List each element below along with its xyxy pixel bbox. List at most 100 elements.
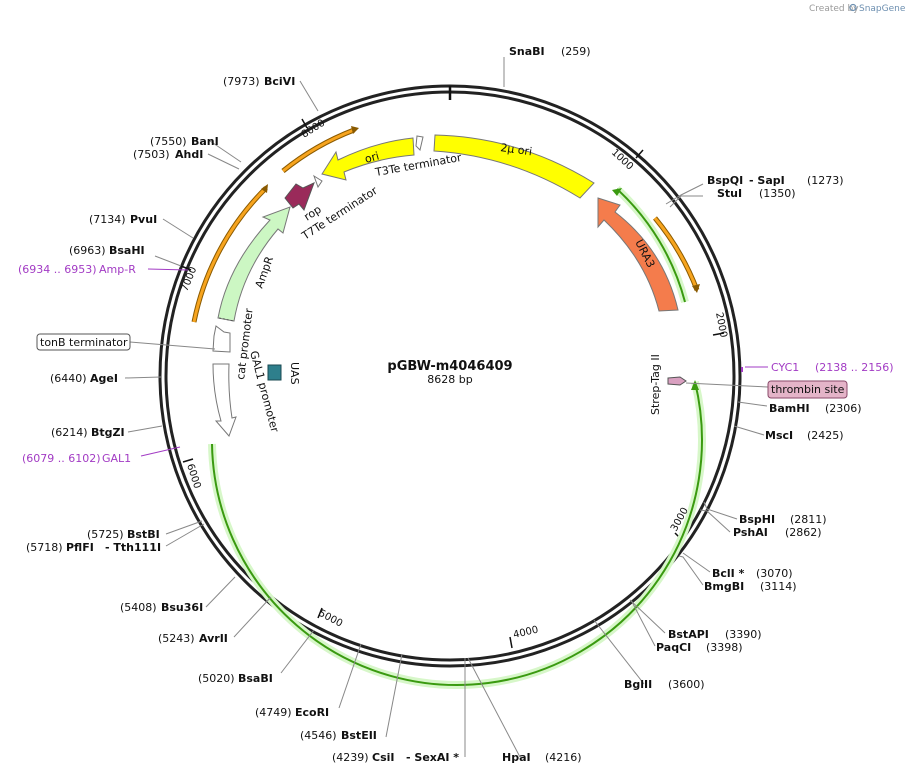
gold-cds-left-arrowhead <box>261 184 268 193</box>
thrombin-leader-line <box>685 382 769 388</box>
site-stui[interactable]: StuI <box>717 187 742 200</box>
site-pvui-pos: (7134) <box>89 213 126 226</box>
ura3-feature[interactable] <box>597 197 679 312</box>
site-sexai[interactable]: - SexAI * <box>406 751 459 764</box>
gal1-promoter-label: GAL1 promoter <box>247 349 281 434</box>
site-bcivi[interactable]: BciVI <box>264 75 295 88</box>
site-bani[interactable]: BanI <box>191 135 219 148</box>
site-pshai-pos: (2862) <box>785 526 822 539</box>
t3te-terminator-marker <box>415 135 424 151</box>
site-pflfi-pos: (5718) <box>26 541 63 554</box>
tonb-terminator-label: tonB terminator <box>40 336 128 349</box>
site-bsu36i-pos: (5408) <box>120 601 157 614</box>
site-avrii[interactable]: AvrII <box>199 632 228 645</box>
cyc1-range: (2138 .. 2156) <box>815 361 894 374</box>
ampr-range-label[interactable]: Amp-R <box>99 263 136 276</box>
site-ahdi-pos: (7503) <box>133 148 170 161</box>
site-bspqi[interactable]: BspQI <box>707 174 743 187</box>
strep-tag-label: Strep-Tag II <box>649 354 662 415</box>
green-cds-line <box>211 381 703 686</box>
ampr-feature[interactable] <box>217 206 291 322</box>
site-agei[interactable]: AgeI <box>90 372 118 385</box>
site-bmgbi[interactable]: BmgBI <box>704 580 744 593</box>
site-paqci-pos: (3398) <box>706 641 743 654</box>
site-bsphi[interactable]: BspHI <box>739 513 775 526</box>
2mu-ori-feature[interactable] <box>433 134 595 199</box>
uas-feature[interactable] <box>267 364 282 381</box>
tonb-leader-line <box>129 341 216 350</box>
site-bsteii-pos: (4546) <box>300 729 337 742</box>
site-bstbi-pos: (5725) <box>87 528 124 541</box>
cyc1-label[interactable]: CYC1 <box>771 361 799 374</box>
site-agei-pos: (6440) <box>50 372 87 385</box>
site-ahdi[interactable]: AhdI <box>175 148 203 161</box>
site-paqci[interactable]: PaqCI <box>656 641 691 654</box>
thrombin-site-box[interactable] <box>767 380 848 399</box>
gal1-promoter-feature[interactable] <box>212 363 237 437</box>
site-bsphi-pos: (2811) <box>790 513 827 526</box>
strep-tag-feature[interactable] <box>667 376 687 386</box>
site-bamhi-pos: (2306) <box>825 402 862 415</box>
site-bamhi[interactable]: BamHI <box>769 402 810 415</box>
site-leader-lines <box>124 57 768 758</box>
site-pshai[interactable]: PshAI <box>733 526 768 539</box>
site-bcli[interactable]: BclI * <box>712 567 745 580</box>
ampr-range-coordinates: (6934 .. 6953) <box>18 263 97 276</box>
site-snabi[interactable]: SnaBI <box>509 45 545 58</box>
site-bsteii[interactable]: BstEII <box>341 729 377 742</box>
gold-cds-right <box>653 217 699 291</box>
tick-label-2000: 2000 <box>713 311 729 338</box>
site-btgzi-pos: (6214) <box>51 426 88 439</box>
site-bstbi[interactable]: BstBI <box>127 528 160 541</box>
green-cds-highlight <box>208 381 706 689</box>
snapgene-logo-icon <box>849 3 857 12</box>
created-by-text: Created by <box>809 4 859 14</box>
uas-label: UAS <box>288 362 301 385</box>
site-bstapi[interactable]: BstAPI <box>668 628 709 641</box>
site-pvui[interactable]: PvuI <box>130 213 157 226</box>
rop-feature[interactable] <box>284 182 315 211</box>
site-bsabi[interactable]: BsaBI <box>238 672 273 685</box>
site-bsahi[interactable]: BsaHI <box>109 244 145 257</box>
site-tth111i[interactable]: - Tth111I <box>105 541 161 554</box>
site-bsu36i[interactable]: Bsu36I <box>161 601 203 614</box>
site-csii-pos: (4239) <box>332 751 369 764</box>
site-pflfi[interactable]: PflFI <box>66 541 94 554</box>
site-bglii[interactable]: BglII <box>624 678 652 691</box>
site-msci[interactable]: MscI <box>765 429 793 442</box>
site-bcivi-pos: (7973) <box>223 75 260 88</box>
site-snabi-pos: (259) <box>561 45 591 58</box>
site-bcli-pos: (3070) <box>756 567 793 580</box>
gal1-range-label[interactable]: GAL1 <box>102 452 131 465</box>
ampr-range-leader-line <box>147 268 189 271</box>
gal1-range-leader-line <box>140 446 181 457</box>
site-ecori[interactable]: EcoRI <box>295 706 329 719</box>
site-hpai[interactable]: HpaI <box>502 751 531 764</box>
site-msci-pos: (2425) <box>807 429 844 442</box>
site-bstapi-pos: (3390) <box>725 628 762 641</box>
site-hpai-pos: (4216) <box>545 751 582 764</box>
site-bmgbi-pos: (3114) <box>760 580 797 593</box>
site-bsabi-pos: (5020) <box>198 672 235 685</box>
gold-cds-right-arrowhead <box>692 284 700 293</box>
site-csii[interactable]: CsiI <box>372 751 394 764</box>
site-btgzi[interactable]: BtgZI <box>91 426 125 439</box>
plasmid-length: 8628 bp <box>427 373 472 386</box>
ampr-promoter-divider <box>218 317 235 322</box>
ori-feature[interactable] <box>321 137 415 181</box>
t7te-terminator-marker <box>313 174 323 189</box>
site-bsahi-pos: (6963) <box>69 244 106 257</box>
site-avrii-pos: (5243) <box>158 632 195 645</box>
snapgene-brand: SnapGene <box>859 4 906 14</box>
tonb-terminator-box[interactable] <box>36 333 131 351</box>
site-ecori-pos: (4749) <box>255 706 292 719</box>
cat-promoter-feature[interactable] <box>212 325 231 353</box>
site-stui-pos: (1350) <box>759 187 796 200</box>
2mu-ori-label: 2μ ori <box>500 141 533 158</box>
site-sapi[interactable]: - SapI <box>749 174 785 187</box>
green-cds-arrowhead <box>691 380 699 390</box>
gal1-range-coordinates: (6079 .. 6102) <box>22 452 101 465</box>
tick-label-4000: 4000 <box>512 624 539 640</box>
gold-cds-top-arrowhead <box>351 126 359 134</box>
gold-cds-top <box>282 128 355 173</box>
